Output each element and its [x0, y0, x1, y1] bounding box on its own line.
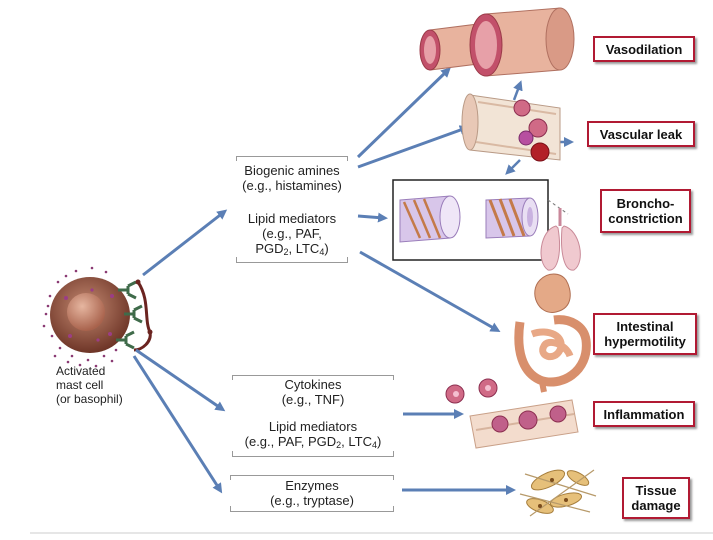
bracket-top-3 — [230, 475, 394, 476]
effect-text: Intestinal — [616, 319, 674, 334]
bronchoconstriction-illustration — [399, 195, 569, 243]
effect-text: damage — [631, 498, 681, 513]
arrow-leak-up — [512, 80, 523, 101]
vasodilation-illustration — [419, 7, 575, 77]
mediator-text: PGD — [255, 241, 284, 256]
subscript: 2 — [336, 440, 342, 450]
effect-label-tissue-damage: Tissue damage — [622, 477, 690, 519]
antigen-icon — [133, 281, 152, 352]
mediator-line: (e.g., histamines) — [242, 178, 342, 193]
bracket-top-2 — [232, 375, 394, 376]
arrow-cell-to-enzymes — [132, 355, 223, 494]
arrow-to-vasodilation — [356, 67, 451, 159]
arrow-to-intestinal — [359, 250, 501, 332]
effect-text: constriction — [608, 211, 683, 226]
mediator-group-lipid-2: Lipid mediators (e.g., PAF, PGD2, LTC4) — [222, 419, 404, 453]
cell-label-line-2: mast cell — [56, 378, 104, 392]
mediator-line: (e.g., tryptase) — [270, 493, 354, 508]
mediator-line-pgd-ltc: PGD2, LTC4) — [222, 241, 362, 260]
effect-text: Tissue — [635, 483, 677, 498]
cell-label-line-3: (or basophil) — [56, 392, 123, 406]
bracket-tick — [232, 451, 233, 456]
arrow-cell-to-cytokines — [135, 348, 226, 412]
cell-nucleus — [67, 293, 105, 331]
bracket-tick — [236, 257, 237, 262]
vascular-leak-illustration — [461, 93, 561, 162]
tissue-damage-illustration — [519, 469, 597, 517]
intestine-illustration — [514, 273, 591, 393]
bracket-bottom-1 — [236, 262, 348, 263]
bracket-tick — [236, 156, 237, 161]
subscript: 4 — [319, 247, 325, 257]
arrow-leak-down — [505, 159, 521, 175]
effect-label-vasodilation: Vasodilation — [593, 36, 695, 62]
mediator-line: (e.g., TNF) — [281, 392, 345, 407]
bracket-top-1 — [236, 156, 348, 157]
mast-cell-illustration — [42, 266, 153, 368]
effect-label-inflammation: Inflammation — [593, 401, 695, 427]
bracket-tick — [393, 375, 394, 380]
mediator-line: Lipid mediators — [247, 211, 337, 226]
bracket-tick — [393, 451, 394, 456]
granule-dots — [42, 266, 118, 368]
effect-label-bronchoconstriction: Broncho- constriction — [600, 189, 691, 233]
mediator-text: , LTC — [288, 241, 320, 256]
cell-label-line-1: Activated — [56, 364, 106, 378]
effect-text: Vasodilation — [605, 41, 683, 57]
effect-label-intestinal-hypermotility: Intestinal hypermotility — [593, 313, 697, 355]
effect-label-vascular-leak: Vascular leak — [587, 121, 695, 147]
mediator-group-lipid-1: Lipid mediators (e.g., PAF, PGD2, LTC4) — [222, 211, 362, 260]
arrow-to-bronchoconstriction — [357, 212, 388, 223]
bracket-bottom-3 — [230, 511, 394, 512]
bracket-tick — [347, 156, 348, 161]
bracket-tick — [230, 475, 231, 480]
mediator-line: Biogenic amines — [244, 163, 340, 178]
mediator-text: (e.g., PAF, PGD — [244, 434, 337, 449]
mediator-text: , LTC — [341, 434, 372, 449]
effect-text: hypermotility — [604, 334, 686, 349]
mast-cell-label: Activated mast cell (or basophil) — [56, 364, 146, 406]
bracket-tick — [347, 257, 348, 262]
bracket-tick — [393, 475, 394, 480]
lungs-illustration — [540, 208, 581, 271]
inflammation-illustration — [445, 378, 579, 449]
mediator-line: Enzymes — [285, 478, 339, 493]
subscript: 4 — [372, 440, 378, 450]
arrow-cell-to-upper-mediators — [142, 209, 228, 277]
mediator-text: ) — [324, 241, 329, 256]
mediator-line-paf-pgd-ltc: (e.g., PAF, PGD2, LTC4) — [222, 434, 404, 453]
mediator-group-enzymes: Enzymes (e.g., tryptase) — [230, 478, 394, 508]
mediator-text: ) — [377, 434, 382, 449]
arrow-to-vascular-leak — [357, 125, 470, 169]
bracket-bottom-2 — [232, 456, 394, 457]
bracket-tick — [230, 506, 231, 511]
mediator-group-cytokines: Cytokines (e.g., TNF) — [228, 377, 398, 407]
effect-text: Inflammation — [603, 406, 685, 422]
mediator-group-biogenic-amines: Biogenic amines (e.g., histamines) — [222, 163, 362, 193]
bracket-tick — [232, 375, 233, 380]
mediator-line: Cytokines — [284, 377, 342, 392]
bracket-tick — [393, 506, 394, 511]
mediator-line: Lipid mediators — [268, 419, 358, 434]
receptor-icons — [116, 280, 143, 350]
subscript: 2 — [283, 247, 289, 257]
effect-text: Broncho- — [616, 196, 675, 211]
mediator-line: (e.g., PAF, — [262, 226, 322, 241]
effect-text: Vascular leak — [599, 126, 683, 142]
